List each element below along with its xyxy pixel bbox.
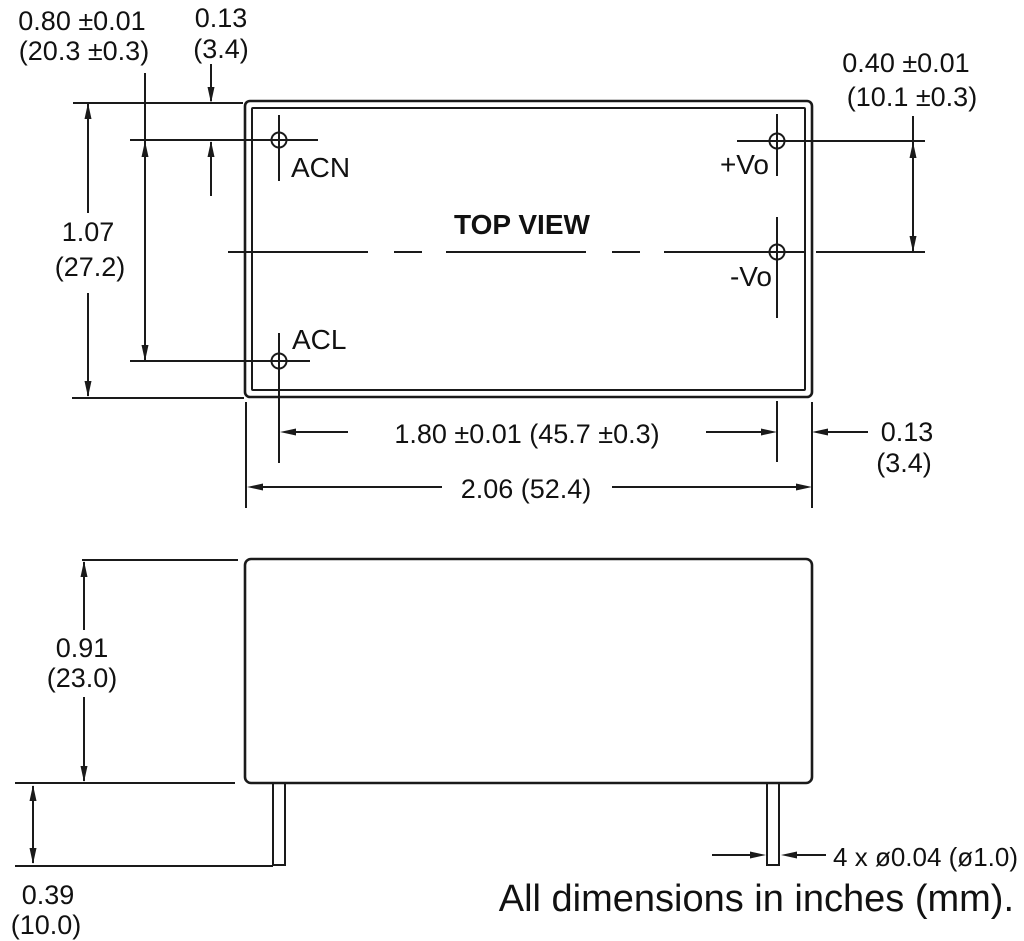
arrowhead <box>84 381 92 397</box>
dim-pin-column-offset: 0.80 ±0.01 (20.3 ±0.3) <box>18 6 149 361</box>
side-view-left-pin <box>272 782 286 866</box>
arrowhead <box>761 428 777 436</box>
pin-acl-label: ACL <box>292 324 346 355</box>
dim-pin-column-offset-inches: 0.80 ±0.01 <box>18 6 145 36</box>
dim-pin-column-offset-mm: (20.3 ±0.3) <box>19 36 149 66</box>
dim-pin-length: 0.39 (10.0) <box>11 785 82 940</box>
dim-body-height-mm: (23.0) <box>47 663 118 693</box>
arrowhead <box>141 345 149 361</box>
dim-body-depth-mm: (27.2) <box>55 252 126 282</box>
pin-vo-plus <box>768 114 786 176</box>
arrowhead <box>796 483 812 491</box>
arrowhead <box>207 87 215 103</box>
arrowhead <box>207 141 215 157</box>
dim-body-depth: 1.07 (27.2) <box>55 103 126 397</box>
side-view-body-outline <box>243 557 814 785</box>
dim-pin-diameter: 4 x ø0.04 (ø1.0) <box>712 842 1018 872</box>
dim-body-depth-inches: 1.07 <box>62 217 115 247</box>
arrowhead <box>812 428 828 436</box>
dim-pin-span: 1.80 ±0.01 (45.7 ±0.3) <box>280 419 777 449</box>
pin-acn <box>270 115 288 181</box>
arrowhead <box>141 141 149 157</box>
footer-note: All dimensions in inches (mm). <box>499 878 1014 920</box>
dim-vo-edge-offset: 0.13 (3.4) <box>812 417 933 478</box>
dim-pin-diameter-label: 4 x ø0.04 (ø1.0) <box>833 842 1018 872</box>
top-view-inner-outline <box>251 107 806 391</box>
dim-acn-top-offset-mm: (3.4) <box>193 34 249 64</box>
dim-body-height: 0.91 (23.0) <box>47 561 118 782</box>
dim-body-length-label: 2.06 (52.4) <box>461 474 592 504</box>
arrowhead <box>29 848 37 864</box>
arrowhead <box>247 483 263 491</box>
side-view-right-pin <box>766 782 780 866</box>
arrowhead <box>29 785 37 801</box>
pin-vo-minus-label: -Vo <box>730 261 772 292</box>
dim-acn-top-offset: 0.13 (3.4) <box>193 3 249 196</box>
arrowhead <box>80 766 88 782</box>
dim-vo-edge-offset-mm: (3.4) <box>876 448 932 478</box>
top-view-outer-outline <box>243 99 814 399</box>
dim-vo-spacing-inches: 0.40 ±0.01 <box>842 48 969 78</box>
arrowhead <box>80 561 88 577</box>
top-view: 1.07 (27.2) 0.80 ±0.01 (20.3 ±0.3) 0.13 … <box>18 3 977 508</box>
dim-body-height-inches: 0.91 <box>56 633 109 663</box>
extension-lines-side-view <box>15 559 273 867</box>
pin-acn-label: ACN <box>291 152 350 183</box>
arrowhead <box>781 851 797 859</box>
pin-vo-minus <box>768 217 786 318</box>
dim-pin-length-inches: 0.39 <box>22 880 75 910</box>
arrowhead <box>280 428 296 436</box>
dim-vo-spacing-mm: (10.1 ±0.3) <box>847 82 977 112</box>
arrowhead <box>909 142 917 158</box>
dim-acn-top-offset-inches: 0.13 <box>195 3 248 33</box>
extension-lines-top-view <box>72 102 925 508</box>
arrowhead <box>750 851 766 859</box>
dim-pin-span-label: 1.80 ±0.01 (45.7 ±0.3) <box>394 419 659 449</box>
side-view: 0.91 (23.0) 0.39 (10.0) 4 x ø0.04 (ø1.0) <box>11 557 1018 940</box>
arrowhead <box>84 103 92 119</box>
dim-body-length: 2.06 (52.4) <box>247 474 812 504</box>
pin-vo-plus-label: +Vo <box>720 149 769 180</box>
top-view-title: TOP VIEW <box>454 209 590 240</box>
dim-vo-edge-offset-inches: 0.13 <box>881 417 934 447</box>
dim-vo-spacing: 0.40 ±0.01 (10.1 ±0.3) <box>842 48 977 252</box>
arrowhead <box>909 236 917 252</box>
dim-pin-length-mm: (10.0) <box>11 910 82 940</box>
